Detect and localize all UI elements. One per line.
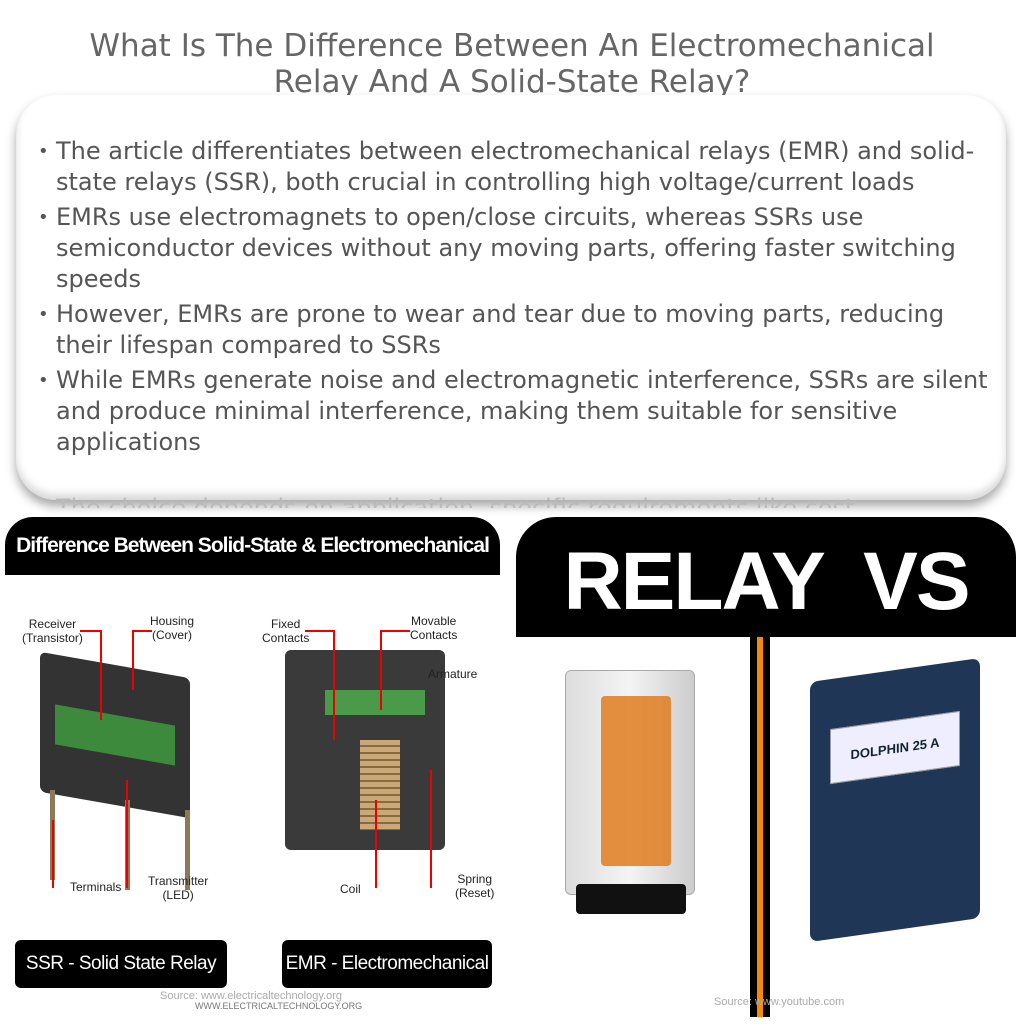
label-terminals: Terminals	[70, 880, 122, 894]
left-panel-header: Difference Between Solid-State & Electro…	[5, 517, 500, 615]
label-spring: Spring(Reset)	[455, 872, 495, 900]
bullet-item: EMRs use electromagnets to open/close ci…	[36, 202, 996, 295]
label-coil: Coil	[340, 882, 361, 896]
summary-bullets: The article differentiates between elect…	[36, 136, 996, 462]
right-source: Source: www.youtube.com	[714, 996, 845, 1008]
label-transmitter: Transmitter(LED)	[148, 874, 209, 902]
ssr-illustration	[40, 651, 190, 819]
emr-illustration	[285, 650, 445, 850]
divider-line	[750, 637, 770, 1017]
label-receiver: Receiver(Transistor)	[22, 617, 83, 645]
label-armature: Armature	[428, 667, 478, 681]
page-title: What Is The Difference Between An Electr…	[89, 28, 935, 100]
right-panel-header: RELAY VS SSR	[516, 517, 1016, 757]
clipped-bullet: The choice depends on application, speci…	[56, 494, 855, 508]
solid-state-relay-photo: DOLPHIN 25 A	[810, 658, 980, 942]
left-watermark: WWW.ELECTRICALTECHNOLOGY.ORG	[195, 1001, 363, 1011]
label-housing: Housing(Cover)	[150, 614, 195, 642]
bullet-item: However, EMRs are prone to wear and tear…	[36, 299, 996, 361]
bullet-item: While EMRs generate noise and electromag…	[36, 365, 996, 458]
left-source: Source: www.electricaltechnology.org	[160, 990, 342, 1002]
emr-badge: EMR - Electromechanical Relay	[282, 940, 492, 1022]
ssr-badge: SSR - Solid State Relay	[15, 940, 227, 988]
bullet-item: The article differentiates between elect…	[36, 136, 996, 198]
electromechanical-relay-photo	[565, 670, 695, 914]
